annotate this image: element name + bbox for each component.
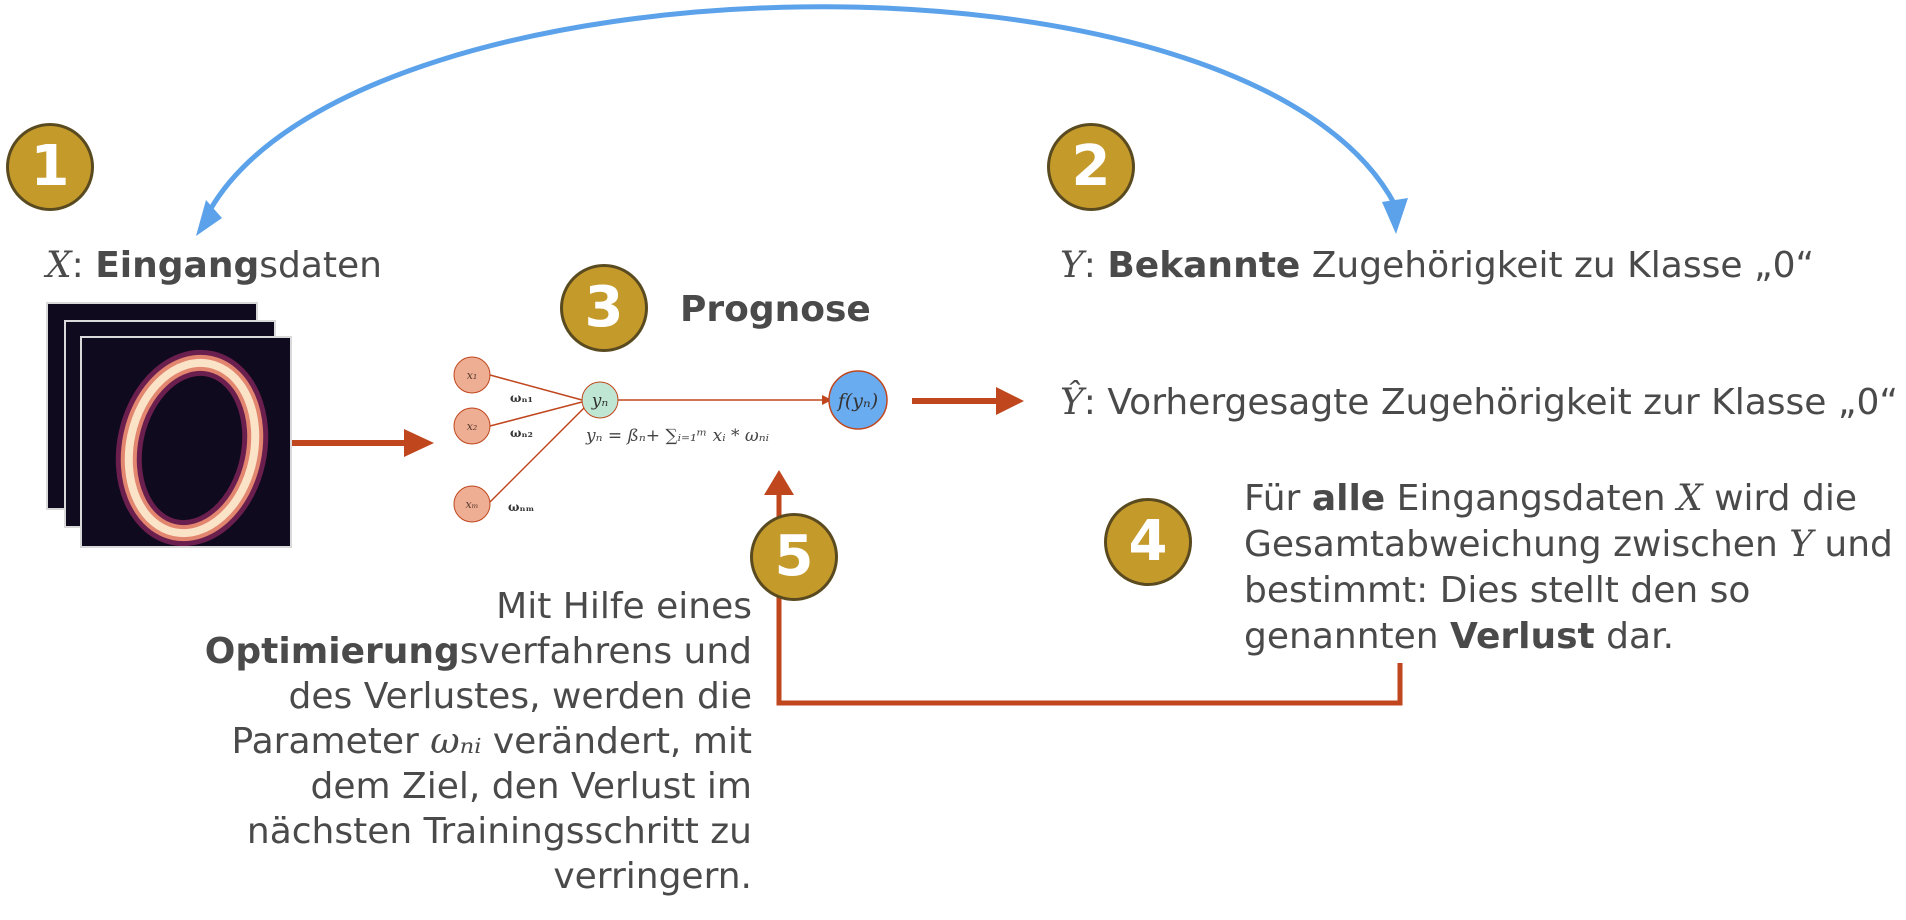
input-node-2 bbox=[453, 407, 491, 445]
opt-line-7: verringern. bbox=[553, 856, 752, 897]
opt-line-6: nächsten Trainingsschritt zu bbox=[246, 811, 752, 852]
input-data-label: X: Eingangsdaten bbox=[46, 245, 382, 286]
activation-node bbox=[828, 370, 888, 430]
predicted-class-label: Ŷ: Vorhergesagte Zugehörigkeit zur Klass… bbox=[1060, 382, 1899, 423]
loss-feedback-arrowhead bbox=[764, 470, 794, 495]
neuron-label: yₙ bbox=[591, 391, 609, 411]
weight-2-label: ωₙ₂ bbox=[510, 426, 533, 440]
input-node-m bbox=[453, 485, 491, 523]
step-badge-5: 5 bbox=[750, 513, 838, 601]
opt-line-5: dem Ziel, den Verlust im bbox=[310, 766, 752, 807]
curve-arrowhead-right bbox=[1382, 198, 1408, 234]
opt-line-1: Mit Hilfe eines bbox=[496, 586, 752, 627]
edge-x1 bbox=[489, 374, 583, 401]
input-node-1 bbox=[453, 356, 491, 394]
loss-line-4: genannten Verlust dar. bbox=[1244, 616, 1675, 657]
opt-line-4: Parameter ωₙᵢ verändert, mit bbox=[231, 721, 753, 762]
loss-description: Für alle Eingangsdaten X wird die Gesamt… bbox=[1244, 476, 1906, 660]
step-badge-4: 4 bbox=[1104, 498, 1192, 586]
input-node-2-label: x₂ bbox=[467, 420, 478, 433]
edge-xm bbox=[489, 407, 585, 503]
input-node-m-label: xₘ bbox=[466, 498, 479, 511]
opt-line-3: des Verlustes, werden die bbox=[288, 676, 752, 717]
prediction-arrowhead bbox=[996, 387, 1024, 415]
activation-label: f(yₙ) bbox=[836, 390, 878, 412]
prognose-title: Prognose bbox=[680, 289, 871, 330]
loss-line-3: bestimmt: Dies stellt den so bbox=[1244, 570, 1751, 611]
neuron-node bbox=[581, 381, 619, 419]
edge-x2 bbox=[489, 401, 583, 427]
input-arrowhead bbox=[404, 429, 434, 457]
opt-line-2: Optimierungsverfahrens und bbox=[204, 631, 752, 672]
edge-output-head bbox=[822, 395, 832, 405]
feedback-curve-arrow bbox=[207, 4, 1398, 212]
handwritten-zero-image bbox=[115, 349, 269, 547]
curve-arrowhead-left bbox=[196, 200, 222, 236]
weight-1-label: ωₙ₁ bbox=[510, 391, 533, 405]
input-node-1-label: x₁ bbox=[467, 369, 478, 382]
loss-line-1: Für alle Eingangsdaten X wird die bbox=[1244, 478, 1857, 519]
neuron-formula: yₙ = ßₙ+ ∑ᵢ₌₁ᵐ xᵢ * ωₙᵢ bbox=[585, 426, 769, 446]
optimization-description: Mit Hilfe eines Optimierungsverfahrens u… bbox=[150, 584, 752, 899]
known-class-label: Y: Bekannte Zugehörigkeit zu Klasse „0“ bbox=[1060, 245, 1815, 286]
step-badge-1: 1 bbox=[6, 123, 94, 211]
loss-feedback-arrow bbox=[776, 495, 1403, 706]
mnist-image-front bbox=[80, 336, 292, 548]
loss-line-2: Gesamtabweichung zwischen Y und Ŷ bbox=[1244, 524, 1906, 565]
weight-m-label: ωₙₘ bbox=[508, 500, 535, 514]
step-badge-3: 3 bbox=[560, 264, 648, 352]
step-badge-2: 2 bbox=[1047, 123, 1135, 211]
